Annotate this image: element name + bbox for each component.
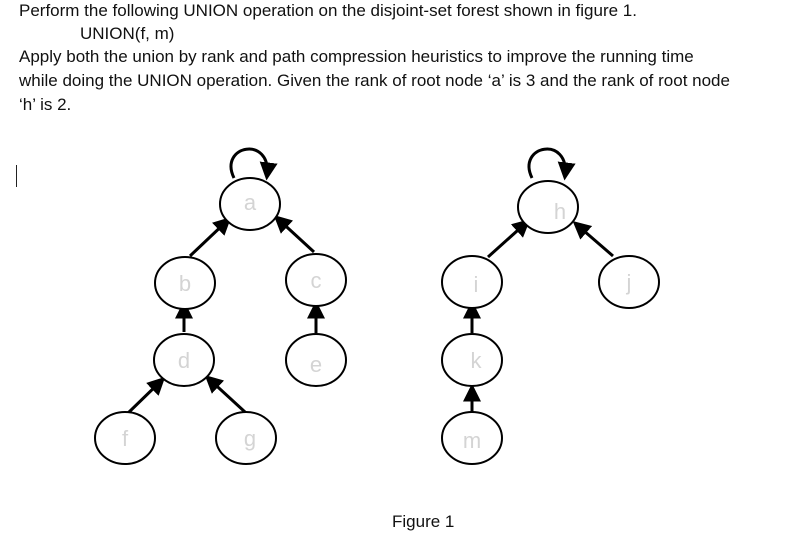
node-c: c <box>285 253 347 307</box>
node-d-label: d <box>178 348 190 373</box>
node-a-label: a <box>244 190 257 215</box>
union-operation: UNION(f, m) <box>80 24 175 43</box>
self-loop-h <box>527 147 576 181</box>
node-i-label: i <box>474 272 479 297</box>
edge-f-to-d <box>125 376 166 416</box>
text-cursor <box>16 165 17 187</box>
node-h: h <box>517 180 579 234</box>
node-i: i <box>441 255 503 309</box>
node-e-label: e <box>310 352 322 377</box>
edge-i-to-h <box>486 218 531 259</box>
question-line-5: ‘h’ is 2. <box>19 95 72 114</box>
node-f-label: f <box>122 426 129 451</box>
node-f: f <box>94 411 156 465</box>
node-j: j <box>598 255 660 309</box>
node-g: g <box>215 411 277 465</box>
node-d: d <box>153 333 215 387</box>
edge-c-to-a <box>273 214 316 254</box>
node-e: e <box>285 333 347 387</box>
node-c-label: c <box>311 268 322 293</box>
node-a: a <box>219 177 281 231</box>
edge-b-to-a <box>188 216 232 258</box>
node-b: b <box>154 256 216 310</box>
node-b-label: b <box>179 271 191 296</box>
node-j-label: j <box>626 270 632 295</box>
node-g-label: g <box>244 426 256 451</box>
question-line-4: while doing the UNION operation. Given t… <box>19 71 730 90</box>
self-loop-a <box>229 147 278 181</box>
question-line-1: Perform the following UNION operation on… <box>19 1 637 20</box>
question-line-3: Apply both the union by rank and path co… <box>19 47 694 66</box>
edge-j-to-h <box>572 221 614 258</box>
edge-g-to-d <box>204 374 247 414</box>
figure-caption: Figure 1 <box>392 512 455 531</box>
node-m: m <box>441 411 503 465</box>
node-h-label: h <box>554 199 566 224</box>
node-k-label: k <box>471 348 483 373</box>
node-m-label: m <box>463 428 481 453</box>
node-k: k <box>441 333 503 387</box>
